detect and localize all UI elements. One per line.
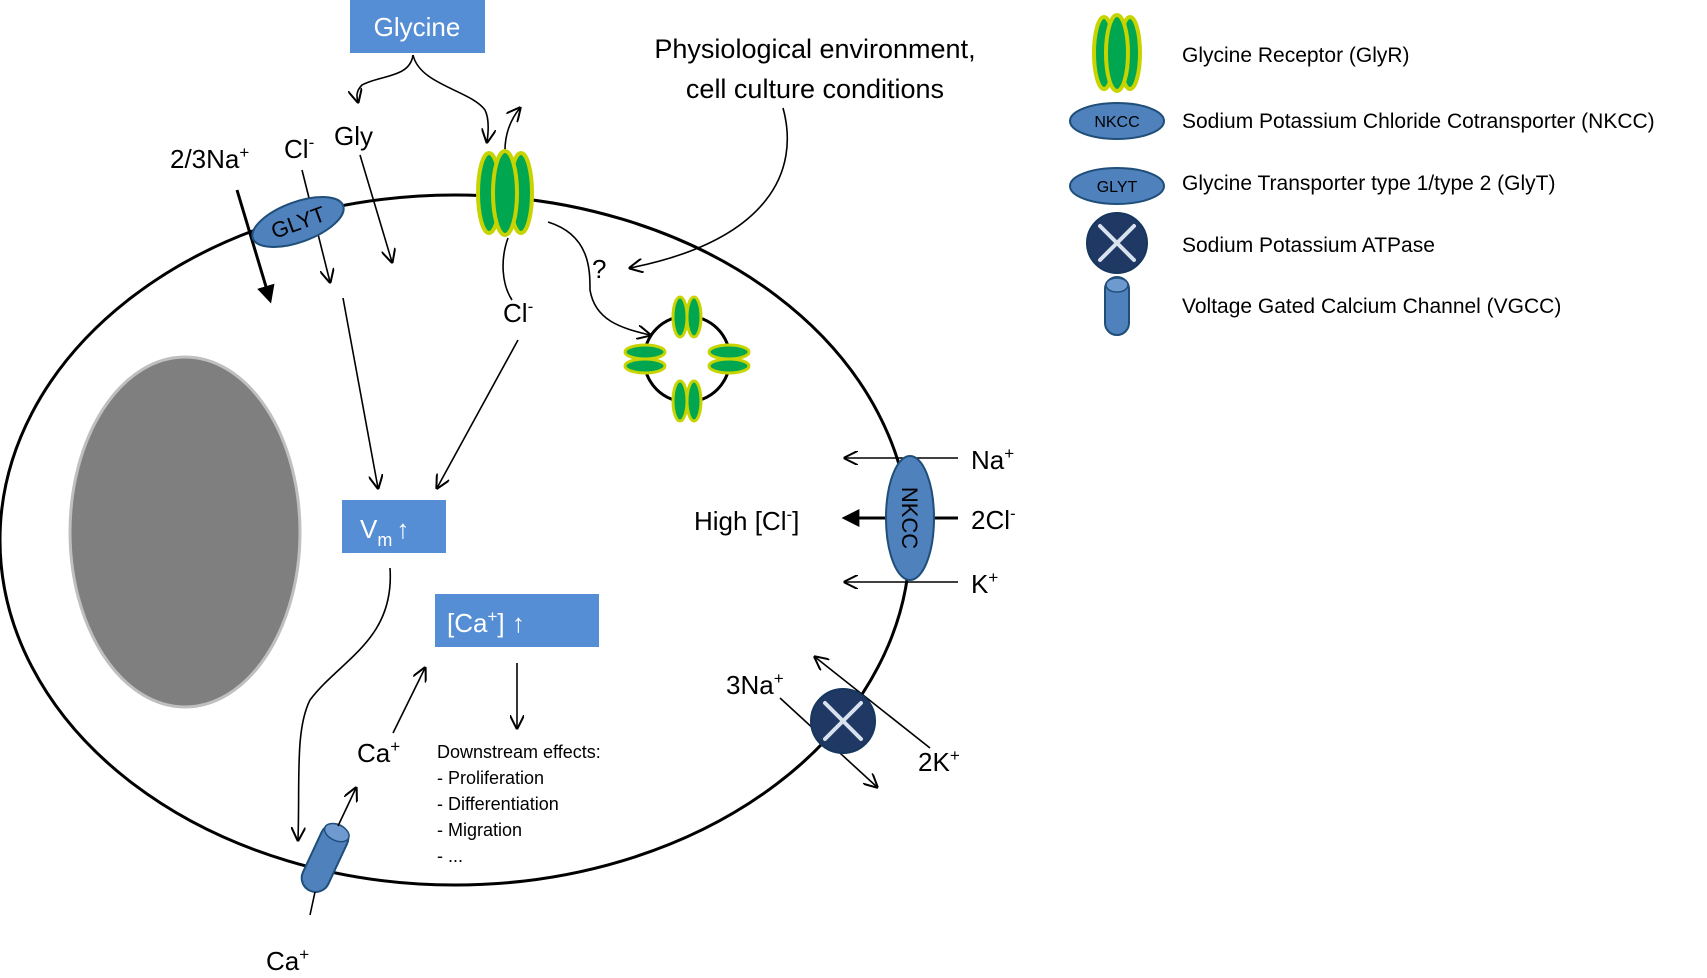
cl2-nkcc-label: 2Cl- (971, 504, 1016, 535)
gly-label: Gly (334, 121, 373, 151)
arrow-ca-in (337, 788, 356, 827)
vgcc-icon (1104, 276, 1130, 336)
arrow-internalization (547, 221, 650, 335)
nkcc-transporter: NKCC (885, 455, 935, 581)
legend-label: Voltage Gated Calcium Channel (VGCC) (1182, 295, 1561, 318)
na-label: 2/3Na+ (170, 143, 249, 174)
na3-label: 3Na+ (726, 669, 784, 700)
glyr-cl-line (502, 237, 513, 301)
downstream-item: - Migration (437, 820, 522, 840)
ca-box (435, 594, 599, 647)
vesicle-with-receptors (623, 295, 751, 423)
atpase-icon (1086, 212, 1148, 274)
question-mark: ? (592, 254, 606, 284)
vgcc-line-bottom (309, 891, 316, 916)
ca-out-label: Ca+ (266, 945, 309, 973)
atpase-pump (810, 688, 876, 754)
vgcc-channel (300, 822, 350, 893)
arrow-glyr-out (504, 108, 520, 151)
arrow-to-vm-right (437, 339, 519, 488)
arrow-glycine-to-gly (357, 54, 414, 102)
legend-label: Glycine Receptor (GlyR) (1182, 44, 1410, 67)
legend-label: Glycine Transporter type 1/type 2 (GlyT) (1182, 172, 1555, 195)
arrow-to-vm-left (342, 297, 378, 488)
downstream-item: - ... (437, 846, 463, 866)
environment-line2: cell culture conditions (686, 74, 944, 104)
ca-box-label: [Ca+] ↑ (447, 607, 525, 638)
glyt-transporter: GLYT (251, 196, 345, 248)
na-nkcc-label: Na+ (971, 444, 1014, 475)
environment-line1: Physiological environment, (654, 34, 975, 64)
nkcc-transporter-label: NKCC (897, 487, 922, 549)
arrow-ca-to-box (392, 668, 425, 734)
vm-box (342, 500, 446, 553)
glycine-box-label: Glycine (374, 12, 461, 42)
cl-inside-label: Cl- (503, 297, 533, 328)
nkcc-icon: NKCC (1069, 102, 1165, 140)
legend-label: Sodium Potassium ATPase (1182, 234, 1435, 257)
arrow-glycine-to-glyr (412, 54, 488, 142)
glycine-receptor-icon (1092, 13, 1142, 93)
glyt-icon-text: GLYT (1097, 179, 1138, 196)
nucleus (68, 355, 302, 709)
nkcc-icon-text: NKCC (1094, 114, 1139, 131)
arrow-vm-to-vgcc (298, 567, 391, 840)
arrow-environment (630, 107, 789, 268)
legend-label: Sodium Potassium Chloride Cotransporter … (1182, 110, 1655, 133)
ca-in-label: Ca+ (357, 737, 400, 768)
k-nkcc-label: K+ (971, 568, 998, 599)
legend: Glycine Receptor (GlyR) NKCC Sodium Pota… (1069, 13, 1655, 336)
glyt-icon: GLYT (1069, 167, 1165, 205)
vm-box-label: Vm↑ (360, 514, 409, 550)
arrow-k-in (815, 657, 931, 749)
high-cl-label: High [Cl-] (694, 505, 799, 536)
downstream-item: - Proliferation (437, 768, 544, 788)
arrow-na-in (235, 189, 275, 304)
arrow-gly-in (359, 154, 392, 262)
glycine-box (350, 0, 485, 53)
glycine-receptor (476, 149, 534, 237)
k2-label: 2K+ (918, 746, 960, 777)
cl-label: Cl- (284, 133, 314, 164)
downstream-title: Downstream effects: (437, 742, 601, 762)
downstream-item: - Differentiation (437, 794, 559, 814)
